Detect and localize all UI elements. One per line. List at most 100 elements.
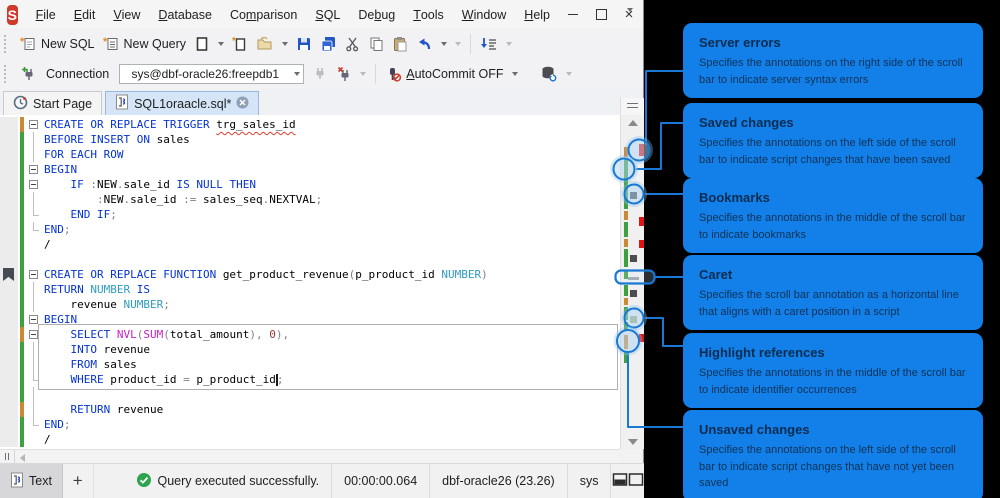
fold-toggle[interactable] bbox=[29, 270, 38, 279]
refresh-schema-button[interactable] bbox=[536, 63, 562, 84]
editor-hsplit-handle[interactable] bbox=[0, 450, 15, 463]
code-line bbox=[0, 252, 620, 267]
code-line: BEFORE INSERT ON sales bbox=[0, 132, 620, 147]
connection-label: Connection bbox=[46, 66, 110, 81]
server-error-mark bbox=[639, 334, 644, 342]
highlight-reference-mark bbox=[630, 316, 637, 323]
open-file-dropdown[interactable] bbox=[282, 41, 289, 46]
close-button[interactable]: × bbox=[624, 6, 634, 23]
single-view-icon[interactable] bbox=[628, 464, 644, 498]
paste-button[interactable] bbox=[388, 34, 412, 54]
scroll-down-arrow-icon[interactable] bbox=[628, 439, 638, 445]
undo-button[interactable] bbox=[412, 34, 437, 54]
text-view-tab[interactable]: Text bbox=[0, 464, 63, 498]
text-view-label: Text bbox=[29, 474, 52, 488]
callout-title: Unsaved changes bbox=[699, 422, 810, 437]
server-error-mark bbox=[639, 217, 644, 226]
add-view-button[interactable]: + bbox=[63, 464, 94, 498]
new-query-button[interactable]: * New Query bbox=[99, 34, 191, 54]
maximize-button[interactable] bbox=[587, 0, 615, 29]
save-button[interactable] bbox=[292, 34, 316, 54]
code-line: FOR EACH ROW bbox=[0, 147, 620, 162]
tab-start-page[interactable]: Start Page bbox=[3, 91, 103, 115]
bookmark-mark bbox=[630, 290, 637, 297]
fold-toggle[interactable] bbox=[29, 120, 38, 129]
user-name: sys bbox=[568, 464, 612, 498]
code-line bbox=[0, 387, 620, 402]
code-line: RETURN NUMBER IS bbox=[0, 282, 620, 297]
bookmark-mark bbox=[630, 255, 637, 262]
disconnect-icon bbox=[336, 66, 352, 82]
callout-title: Bookmarks bbox=[699, 190, 770, 205]
saved-change-mark bbox=[624, 159, 628, 209]
redo-dropdown bbox=[455, 41, 462, 46]
connection-combobox[interactable]: sys@dbf-oracle26:freepdb1 bbox=[119, 63, 305, 84]
code-line: IF :NEW.sale_id IS NULL THEN bbox=[0, 177, 620, 192]
fold-toggle[interactable] bbox=[29, 165, 38, 174]
new-document-dropdown[interactable] bbox=[218, 41, 225, 46]
toolbar-grip[interactable] bbox=[4, 64, 11, 83]
split-view-icon[interactable] bbox=[611, 464, 627, 498]
sql-doc-icon bbox=[10, 472, 24, 491]
tab-sql1oraacle-sql-[interactable]: SQL1oraacle.sql* bbox=[105, 91, 260, 115]
disconnect-button[interactable] bbox=[332, 64, 356, 84]
scroll-up-arrow-icon[interactable] bbox=[628, 120, 638, 126]
svg-text:*: * bbox=[20, 36, 25, 48]
new-sql-button[interactable]: * New SQL bbox=[16, 34, 99, 54]
scroll-left-arrow-icon[interactable] bbox=[20, 454, 25, 462]
toolbar-grip[interactable] bbox=[4, 34, 11, 53]
saved-change-mark bbox=[624, 307, 628, 320]
format-button[interactable] bbox=[476, 34, 502, 54]
paste-icon bbox=[392, 36, 408, 52]
new-connection-icon bbox=[20, 66, 36, 82]
code-line: BEGIN bbox=[0, 312, 620, 327]
autocommit-button[interactable]: AutoCommit OFF bbox=[381, 64, 507, 84]
fold-toggle[interactable] bbox=[29, 315, 38, 324]
copy-button[interactable] bbox=[364, 34, 388, 54]
tab-list-dropdown[interactable] bbox=[627, 8, 633, 12]
save-all-button[interactable] bbox=[316, 34, 341, 54]
vertical-scrollbar[interactable] bbox=[620, 115, 644, 449]
code-line: END; bbox=[0, 222, 620, 237]
callout-description: Specifies the scroll bar annotation as a… bbox=[699, 289, 959, 318]
new-connection-button[interactable] bbox=[16, 64, 40, 84]
undo-dropdown[interactable] bbox=[441, 41, 448, 46]
fold-toggle[interactable] bbox=[29, 180, 38, 189]
horizontal-scrollbar[interactable] bbox=[0, 449, 620, 463]
unsaved-change-mark bbox=[624, 239, 628, 247]
connection-value: sys@dbf-oracle26:freepdb1 bbox=[131, 66, 280, 81]
new-file-icon: * bbox=[232, 36, 248, 52]
format-icon bbox=[480, 36, 498, 52]
fold-toggle[interactable] bbox=[29, 330, 38, 339]
code-line: SELECT NVL(SUM(total_amount), 0), bbox=[0, 327, 620, 342]
autocommit-dropdown[interactable] bbox=[511, 71, 518, 76]
editor-split-handle[interactable] bbox=[620, 98, 644, 115]
format-dropdown bbox=[506, 41, 513, 46]
new-document-button[interactable] bbox=[190, 34, 214, 54]
code-line: END IF; bbox=[0, 207, 620, 222]
minimize-button[interactable] bbox=[559, 0, 587, 29]
new-file-button[interactable]: * bbox=[228, 34, 252, 54]
connect-button[interactable] bbox=[308, 64, 332, 84]
database-refresh-icon bbox=[540, 65, 558, 82]
open-file-button[interactable] bbox=[252, 34, 278, 54]
close-tab-icon[interactable] bbox=[236, 96, 249, 112]
cut-button[interactable] bbox=[341, 34, 364, 54]
start-page-icon bbox=[13, 95, 28, 113]
